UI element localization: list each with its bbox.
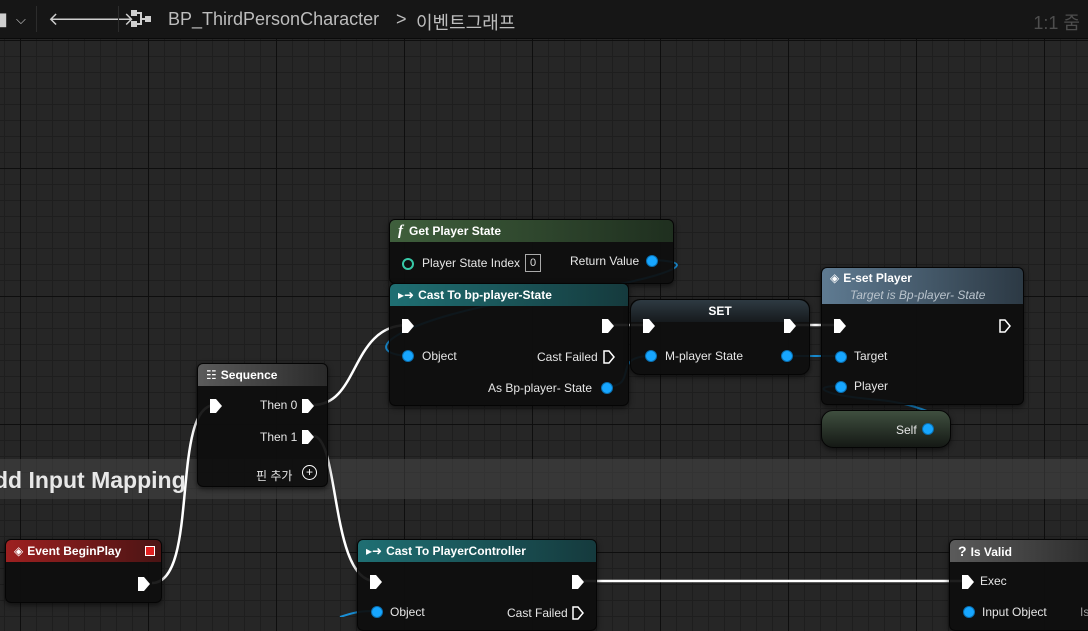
node-header: ▸➜Cast To bp-player-State (390, 284, 628, 306)
cast-icon: ▸➜ (366, 544, 383, 558)
object-pin[interactable] (402, 350, 414, 362)
function-icon: f (398, 223, 403, 239)
node-header: f Get Player State (390, 220, 673, 242)
event-icon: ◈ (830, 271, 840, 285)
self-out-pin[interactable] (922, 423, 934, 435)
pin-label: Input Object (982, 605, 1047, 619)
add-pin-label[interactable]: 핀 추가 (256, 469, 293, 483)
graph-icon (130, 8, 154, 35)
node-event-begin-play[interactable]: ◈Event BeginPlay (5, 539, 162, 603)
pin-label: M-player State (665, 349, 744, 363)
exec-out-pin[interactable] (138, 577, 150, 591)
cast-failed-pin[interactable] (572, 606, 584, 620)
node-title: Get Player State (409, 224, 502, 238)
pin-label: Object (422, 349, 457, 363)
toolbar-divider (36, 6, 37, 32)
cast-icon: ▸➜ (398, 288, 415, 302)
pin-label: Target (854, 349, 888, 363)
node-sequence[interactable]: ☷Sequence Then 0 Then 1 핀 추가 + (197, 363, 328, 487)
node-set-variable[interactable]: SET M-player State (630, 299, 810, 375)
variable-in-pin[interactable] (645, 350, 657, 362)
exec-out-pin[interactable] (999, 319, 1011, 333)
comment-title: dd Input Mapping (0, 467, 186, 493)
pin-label: Return Value (570, 254, 640, 268)
event-icon: ◈ (14, 544, 24, 558)
pin-label: Player State Index (422, 256, 521, 270)
target-pin[interactable] (835, 351, 847, 363)
exec-in-pin[interactable] (834, 319, 846, 333)
player-state-index-pin[interactable] (402, 258, 414, 270)
as-bp-player-state-pin[interactable] (601, 382, 613, 394)
sequence-icon: ☷ (206, 368, 217, 382)
add-pin-icon[interactable]: + (302, 465, 317, 480)
pin-label: Cast Failed (507, 606, 568, 620)
pin-label: Is (1080, 605, 1088, 619)
player-state-index-input[interactable]: 0 (525, 254, 541, 272)
bookmark-icon[interactable]: ▮ (0, 9, 8, 29)
node-cast-to-player-state[interactable]: ▸➜Cast To bp-player-State Object Cast Fa… (389, 283, 629, 406)
arrow-left-icon[interactable]: 🡐 (48, 9, 97, 29)
pin-label: Then 1 (260, 430, 298, 444)
pin-label: Player (854, 379, 889, 393)
editor-toolbar: ▮ ⌵ 🡐 🡒 BP_ThirdPersonCharacter > 이벤트그래프… (0, 0, 1088, 39)
pin-label: Exec (980, 574, 1007, 588)
pin-label: As Bp-player- State (488, 381, 593, 395)
chevron-down-icon[interactable]: ⌵ (16, 12, 26, 27)
node-title: Cast To bp-player-State (418, 288, 552, 302)
pin-label: Object (390, 605, 425, 619)
breadcrumb-blueprint[interactable]: BP_ThirdPersonCharacter (168, 9, 380, 29)
pin-label: Then 0 (260, 398, 298, 412)
node-subtitle: Target is Bp-player- State (850, 288, 986, 302)
exec-in-pin[interactable] (402, 319, 414, 333)
exec-in-pin[interactable] (962, 575, 974, 589)
node-eset-player[interactable]: ◈E-set Player Target is Bp-player- State… (821, 267, 1024, 405)
exec-in-pin[interactable] (643, 319, 655, 333)
node-header: ◈Event BeginPlay (6, 540, 161, 562)
zoom-level: 1:1 줌 (1033, 13, 1080, 33)
pin-label: Self (896, 423, 917, 437)
exec-out-pin[interactable] (784, 319, 796, 333)
node-title: SET (708, 304, 732, 318)
comment-box-header[interactable]: dd Input Mapping (0, 459, 1088, 499)
toolbar-divider (118, 6, 119, 32)
node-header: SET (631, 300, 809, 322)
variable-out-pin[interactable] (781, 350, 793, 362)
node-title: Event BeginPlay (27, 544, 122, 558)
node-title: Is Valid (970, 545, 1012, 559)
node-header: ☷Sequence (198, 364, 327, 386)
node-get-player-state[interactable]: f Get Player State Player State Index 0 R… (389, 219, 674, 284)
player-pin[interactable] (835, 381, 847, 393)
question-icon: ? (958, 543, 967, 559)
cast-failed-pin[interactable] (603, 350, 615, 364)
exec-out-pin[interactable] (602, 319, 614, 333)
delegate-pin-icon[interactable] (145, 546, 155, 556)
node-title: Cast To PlayerController (386, 544, 526, 558)
node-header: ◈E-set Player Target is Bp-player- State (822, 268, 1023, 304)
node-title: E-set Player (843, 271, 912, 285)
node-header: ?Is Valid (950, 540, 1088, 562)
return-value-pin[interactable] (646, 255, 658, 267)
node-cast-to-player-controller[interactable]: ▸➜Cast To PlayerController Object Cast F… (357, 539, 597, 631)
exec-out-pin[interactable] (572, 575, 584, 589)
exec-in-pin[interactable] (370, 575, 382, 589)
breadcrumb-graph[interactable]: 이벤트그래프 (416, 13, 516, 33)
breadcrumb-separator: > (396, 9, 407, 29)
node-self-reference[interactable]: Self (821, 410, 951, 448)
input-object-pin[interactable] (963, 606, 975, 618)
then-1-pin[interactable] (302, 430, 314, 444)
node-header: ▸➜Cast To PlayerController (358, 540, 596, 562)
arrow-right-icon[interactable]: 🡒 (86, 9, 135, 29)
exec-in-pin[interactable] (210, 399, 222, 413)
node-is-valid[interactable]: ?Is Valid Exec Input Object Is (949, 539, 1088, 631)
node-title: Sequence (220, 368, 278, 382)
object-pin[interactable] (371, 606, 383, 618)
then-0-pin[interactable] (302, 399, 314, 413)
pin-label: Cast Failed (537, 350, 598, 364)
